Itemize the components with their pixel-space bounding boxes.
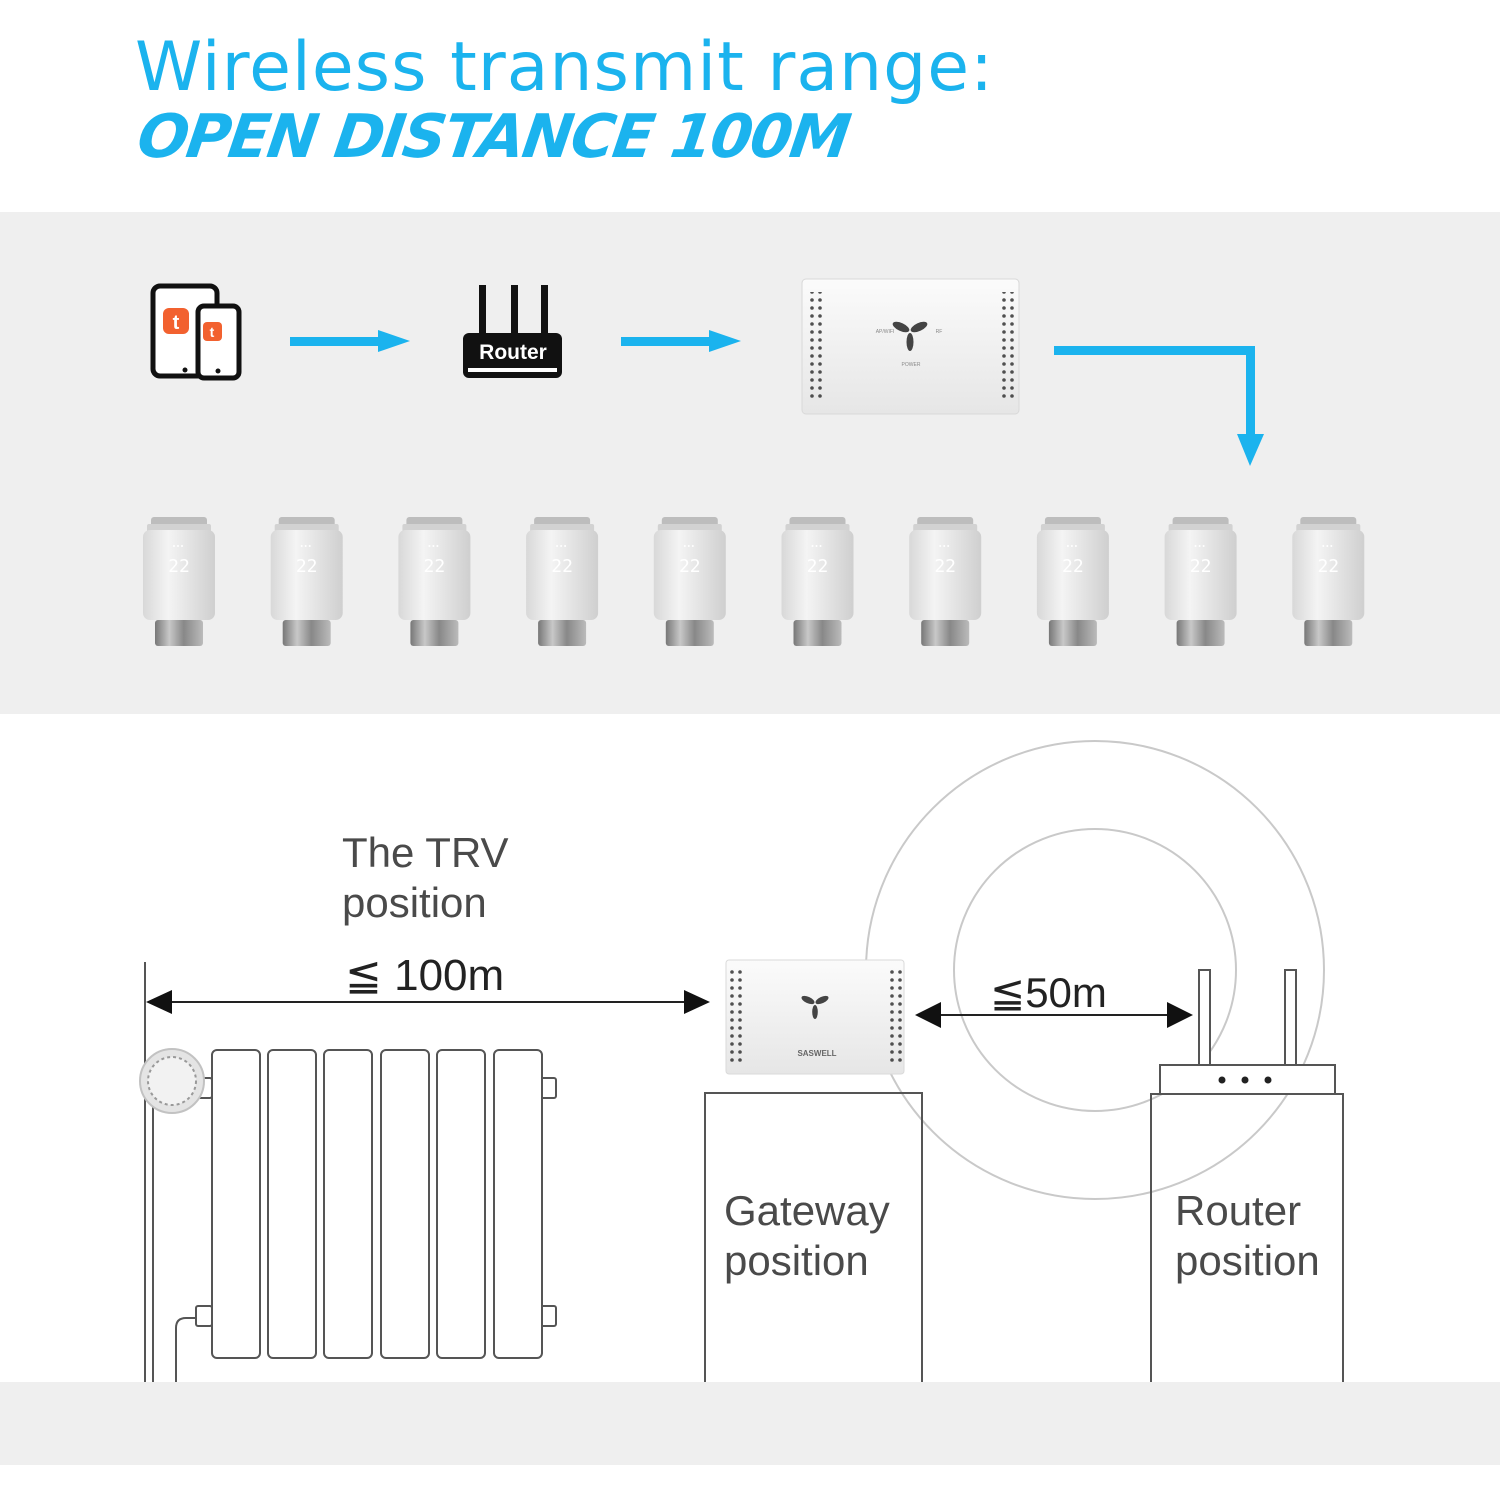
trv-position-line-1: The TRV	[342, 829, 509, 876]
tuya-app-letter: t	[173, 312, 180, 334]
gateway-device: AP/WIFI RF POWER	[801, 278, 1020, 415]
trv-icon: 22	[143, 517, 215, 646]
trv-icon: 22	[526, 517, 599, 646]
trv-display: 22	[551, 556, 573, 577]
trv-display: 22	[807, 556, 829, 577]
trv-display: 22	[168, 556, 190, 577]
gateway-brand: SASWELL	[797, 1049, 836, 1058]
trv-icon: 22	[1164, 517, 1237, 646]
trv-display: 22	[1317, 556, 1339, 577]
bottom-band	[0, 1382, 1500, 1465]
phone-tablet-icon: t t	[150, 283, 242, 381]
gateway-device-small: SASWELL	[725, 959, 905, 1075]
gateway-position-label: Gateway position	[724, 1186, 890, 1286]
svg-text:POWER: POWER	[902, 362, 921, 368]
trv-display: 22	[1062, 556, 1084, 577]
svg-text:t: t	[210, 324, 215, 340]
arrow-right-icon	[621, 330, 741, 352]
arrow-right-icon	[290, 330, 410, 352]
svg-text:RF: RF	[936, 329, 943, 335]
distance-50m-label: ≦50m	[990, 969, 1107, 1016]
gateway-stand	[704, 1092, 923, 1382]
trv-icon: 22	[1036, 517, 1109, 646]
trv-position-line-2: position	[342, 879, 487, 926]
router-schematic	[1150, 969, 1344, 1382]
title-line-1: Wireless transmit range:	[135, 28, 994, 107]
trv-icon: 22	[653, 517, 726, 646]
trv-display: 22	[296, 556, 318, 577]
trv-row: 22 22 22 22 22 22 22 22 22 22	[143, 517, 1365, 646]
trv-display: 22	[424, 556, 446, 577]
gateway-position-line-2: position	[724, 1237, 869, 1284]
router-label: Router	[479, 341, 547, 364]
svg-text:AP/WIFI: AP/WIFI	[876, 329, 895, 335]
range-circle-inner	[953, 828, 1237, 1112]
trv-head-icon	[139, 1048, 205, 1114]
router-position-line-1: Router	[1175, 1187, 1302, 1234]
radiator	[152, 1049, 557, 1382]
trv-display: 22	[679, 556, 701, 577]
trv-icon: 22	[909, 517, 982, 646]
tuya-app-icon	[163, 308, 189, 334]
trv-display: 22	[934, 556, 956, 577]
trv-position-label: The TRV position	[342, 828, 509, 928]
distance-arrow-50m	[915, 1002, 1193, 1028]
router-icon: Router	[463, 285, 562, 378]
trv-icon: 22	[398, 517, 471, 646]
trv-icon: 22	[270, 517, 343, 646]
gateway-logo-icon	[892, 321, 928, 351]
trv-icon: 22	[781, 517, 854, 646]
arrow-down-icon	[1054, 346, 1264, 466]
gateway-position-line-1: Gateway	[724, 1187, 890, 1234]
router-position-label: Router position	[1175, 1186, 1320, 1286]
trv-display: 22	[1190, 556, 1212, 577]
distance-arrow-100m	[146, 990, 710, 1014]
distance-100m-label: ≦ 100m	[345, 951, 505, 1000]
trv-icon: 22	[1292, 517, 1365, 646]
router-position-line-2: position	[1175, 1237, 1320, 1284]
